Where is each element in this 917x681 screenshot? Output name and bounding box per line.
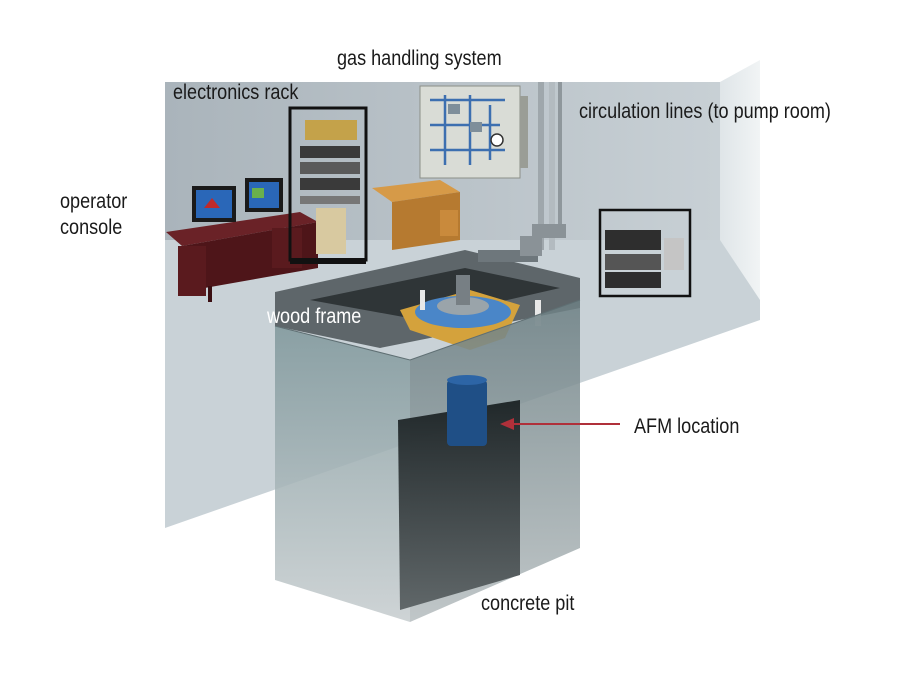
afm-arrow [500,418,620,430]
electronics-rack [288,106,368,264]
pit-top [275,250,580,348]
concrete-pit-label: concrete pit [481,592,575,615]
operator-console-label: operator console [60,190,128,239]
right-equipment-rack [598,208,692,298]
afm-location-label: AFM location [634,415,740,438]
circulation-pipes [532,82,566,250]
gas-handling-panel [419,85,528,179]
electronics-rack-label: electronics rack [173,81,299,104]
side-table [372,180,460,250]
wood-frame-label: wood frame [267,305,362,328]
gas-handling-label: gas handling system [337,47,502,70]
operator-console-desk [166,178,318,302]
afm-cylinder [447,375,487,446]
circulation-lines-label: circulation lines (to pump room) [579,100,831,123]
